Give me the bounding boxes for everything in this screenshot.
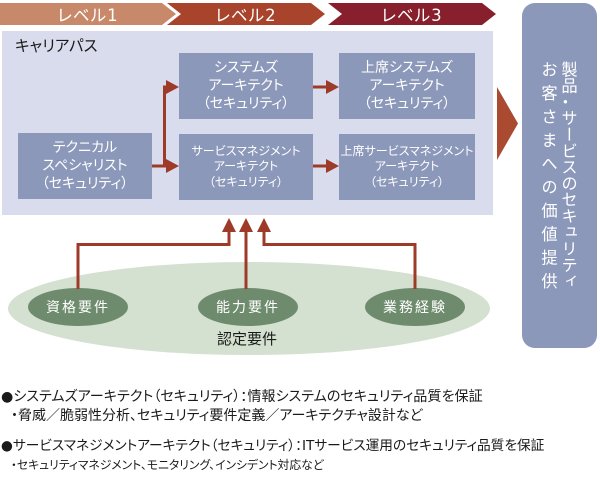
level-3-banner: レベル3 xyxy=(328,3,496,25)
certification-requirements-label: 認定要件 xyxy=(217,330,278,348)
node-service-management-architect: サービスマネジメント アーキテクト （セキュリティ） xyxy=(179,134,313,200)
note-service-architect-sub: ・セキュリティマネジメント、モニタリング、インシデント対応など xyxy=(11,457,324,472)
level-3-label: レベル3 xyxy=(381,6,443,25)
node-technical-specialist: テクニカル スペシャリスト （セキュリティ） xyxy=(18,133,152,199)
note-systems-architect-sub: ・脅威／脆弱性分析、セキュリティ要件定義／アーキテクチャ設計など xyxy=(11,407,423,424)
level-2-banner: レベル2 xyxy=(167,3,325,25)
requirement-experience: 業務経験 xyxy=(365,288,465,326)
node-senior-systems-architect: 上席システムズ アーキテクト （セキュリティ） xyxy=(339,53,475,119)
level-1-label: レベル1 xyxy=(57,6,119,25)
value-banner-text: 製品・サービスのセキュリティ お客さまへの価値提供 xyxy=(538,61,578,290)
node-senior-service-management-architect: 上席サービスマネジメント アーキテクト （セキュリティ） xyxy=(339,134,475,200)
level-1-banner: レベル1 xyxy=(0,3,176,25)
requirement-ability: 能力要件 xyxy=(198,288,298,326)
note-systems-architect-main: ●システムズアーキテクト（セキュリティ）：情報システムのセキュリティ品質を保証 xyxy=(1,388,483,405)
value-banner: 製品・サービスのセキュリティ お客さまへの価値提供 xyxy=(522,3,597,348)
arrowhead-qualification-up xyxy=(222,218,236,232)
note-service-architect-main: ●サービスマネジメントアーキテクト（セキュリティ）：ITサービス運用のセキュリテ… xyxy=(1,438,545,454)
requirement-qualification: 資格要件 xyxy=(28,288,128,326)
node-systems-architect: システムズ アーキテクト （セキュリティ） xyxy=(179,53,313,119)
level-2-label: レベル2 xyxy=(215,6,277,25)
arrowhead-ability-up xyxy=(239,218,253,232)
big-arrow-to-value xyxy=(497,87,518,160)
arrowhead-experience-up xyxy=(257,218,271,232)
career-path-title: キャリアパス xyxy=(15,36,98,55)
